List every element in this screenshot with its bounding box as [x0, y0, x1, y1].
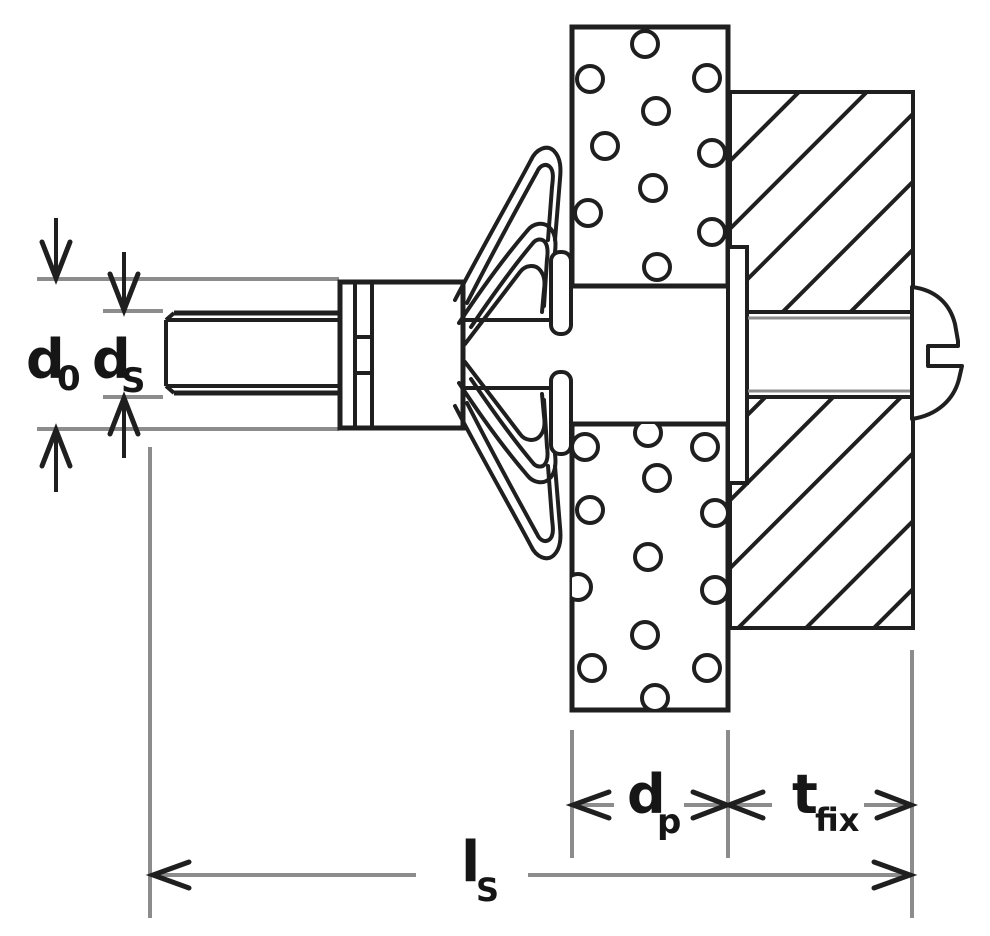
aggregate-dot	[575, 495, 605, 525]
anchor-flange	[726, 245, 749, 485]
label-dp: d p	[627, 763, 681, 842]
fixture	[728, 90, 915, 630]
arrow-left-icon	[565, 789, 612, 821]
upper-wing-fold	[457, 221, 558, 325]
fixture-lower	[728, 395, 915, 630]
label-d0: d 0	[26, 328, 81, 399]
plasterboard	[569, 24, 731, 713]
fixture-upper	[728, 90, 915, 314]
dimension-d0: d 0	[26, 218, 81, 492]
board-aggregate-upper	[573, 29, 727, 282]
label-ds: d S	[92, 328, 146, 401]
lower-wing-fold	[465, 401, 555, 544]
aggregate-dot	[590, 131, 620, 161]
upper-wing-fold	[465, 162, 555, 305]
anchor-wings	[453, 145, 573, 561]
aggregate-dot	[630, 29, 660, 59]
arrow-up-icon	[107, 391, 141, 437]
arrow-right-icon	[871, 859, 918, 891]
aggregate-dot	[640, 683, 670, 710]
dimension-ls: l S	[145, 830, 918, 909]
screw-shaft	[748, 310, 912, 399]
dimension-tfix: t fix	[721, 763, 919, 839]
label-tfix: t fix	[792, 763, 860, 839]
upper-wing-fold	[469, 237, 550, 329]
lower-wing-fold	[453, 404, 563, 561]
aggregate-dot	[692, 653, 722, 683]
aggregate-dot	[630, 620, 660, 650]
aggregate-dot	[690, 432, 720, 462]
aggregate-dot	[642, 463, 672, 493]
aggregate-dot	[642, 252, 672, 282]
aggregate-dot	[572, 432, 600, 462]
aggregate-dot	[572, 572, 593, 602]
aggregate-dot	[697, 217, 727, 247]
aggregate-dot	[697, 138, 727, 168]
lower-wing-fold	[463, 360, 547, 442]
aggregate-dot	[577, 653, 607, 683]
arrow-left-icon	[721, 789, 766, 821]
upper-wing-fold	[463, 264, 547, 346]
aggregate-dot	[641, 96, 671, 126]
extension-lines	[37, 277, 914, 918]
arrow-up-icon	[39, 423, 73, 469]
lower-wing-end	[549, 370, 573, 456]
arrow-left-icon	[145, 859, 192, 891]
dimension-dp: d p	[565, 763, 735, 842]
aggregate-dot	[573, 198, 603, 228]
upper-wing-fold	[453, 145, 563, 302]
lower-wing-fold	[457, 381, 558, 485]
board-aggregate-lower	[572, 424, 728, 710]
arrow-down-icon	[39, 239, 73, 285]
aggregate-dot	[700, 498, 728, 528]
anchor-collar	[337, 279, 466, 431]
threaded-rod	[164, 310, 341, 396]
label-ls: l S	[461, 830, 499, 909]
lower-wing-fold	[469, 377, 550, 469]
aggregate-dot	[575, 64, 605, 94]
arrow-down-icon	[107, 271, 141, 317]
aggregate-dot	[633, 542, 663, 572]
aggregate-dot	[692, 63, 722, 93]
dimension-ds: d S	[92, 252, 146, 458]
upper-wing-end	[549, 250, 573, 336]
aggregate-dot	[700, 575, 728, 605]
aggregate-dot	[638, 173, 668, 203]
aggregate-dot	[633, 424, 663, 448]
screw-head	[910, 285, 964, 421]
arrow-right-icon	[874, 789, 919, 821]
